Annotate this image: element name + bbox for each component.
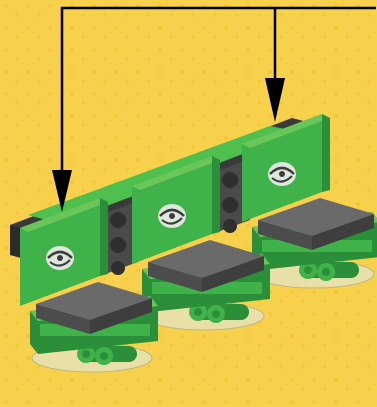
hinge-hole (212, 310, 220, 318)
hinge-hole (100, 352, 108, 360)
swirl-logo-icon (158, 204, 186, 228)
backrest-side (212, 156, 220, 234)
hinge-hole (304, 266, 312, 274)
backrest-side (100, 198, 108, 276)
swirl-logo-icon (46, 246, 74, 270)
hinge-hole (194, 308, 202, 316)
swirl-logo-icon (268, 162, 296, 186)
hinge-hole (82, 350, 90, 358)
hinge-hole (322, 268, 330, 276)
backrest-side (322, 114, 330, 192)
